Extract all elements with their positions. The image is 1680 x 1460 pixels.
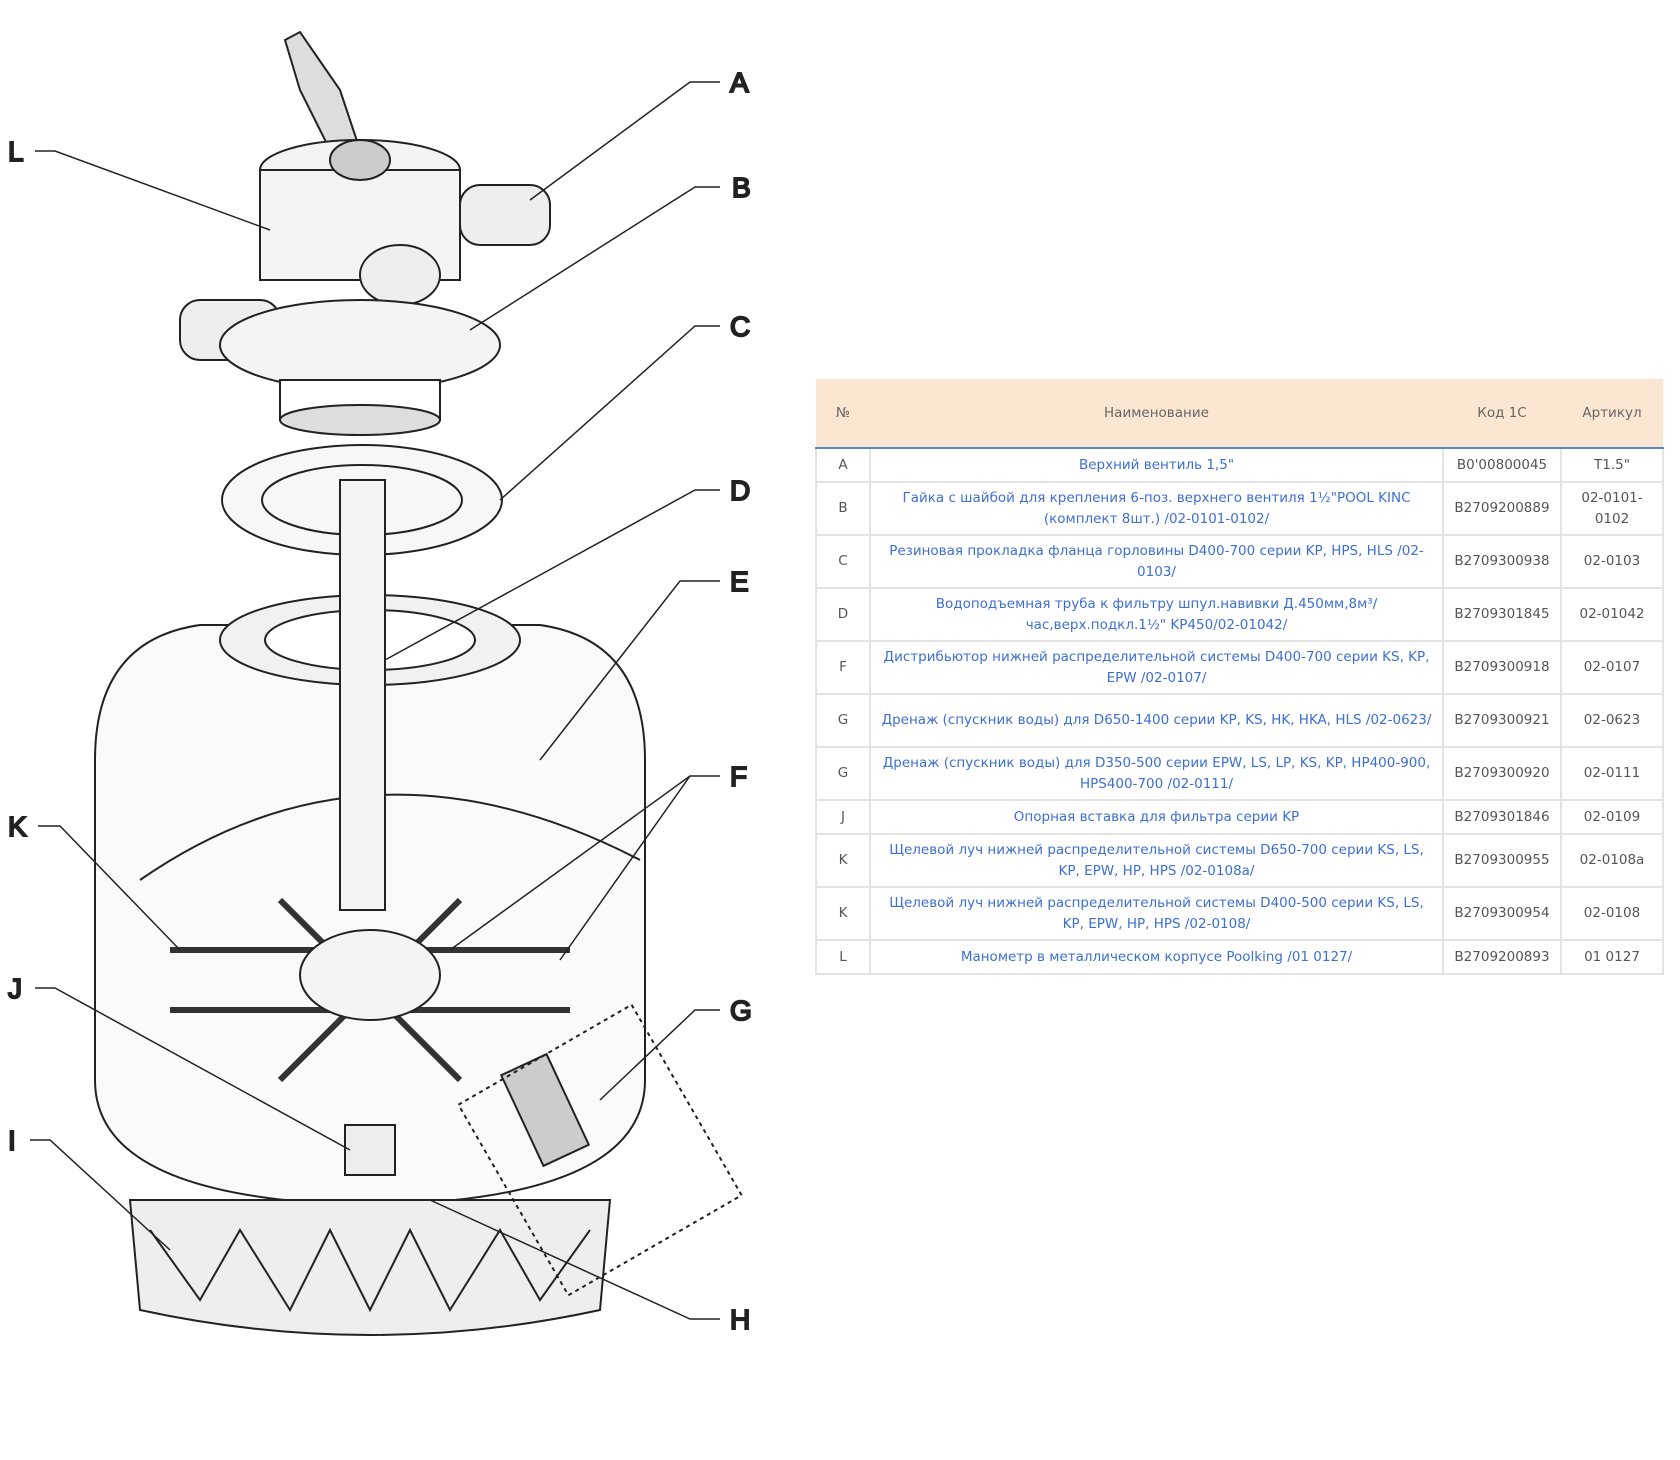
tank bbox=[94, 479, 646, 1336]
part-name-link[interactable]: Манометр в металлическом корпусе Poolkin… bbox=[869, 939, 1444, 975]
article: 02-0108a bbox=[1560, 833, 1664, 888]
callout-i: I bbox=[8, 1125, 16, 1156]
row-no: K bbox=[815, 833, 871, 888]
part-name-link[interactable]: Гайка с шайбой для крепления 6-поз. верх… bbox=[869, 481, 1444, 536]
part-name-link[interactable]: Щелевой луч нижней распределительной сис… bbox=[869, 833, 1444, 888]
article: 02-0111 bbox=[1560, 746, 1664, 801]
article: 01 0127 bbox=[1560, 939, 1664, 975]
distributor-hub bbox=[299, 929, 441, 1021]
top-valve bbox=[179, 30, 551, 436]
row-no: D bbox=[815, 587, 871, 642]
table-header: № Наименование Код 1С Артикул bbox=[816, 379, 1663, 449]
row-no: G bbox=[815, 746, 871, 801]
callout-h: H bbox=[730, 1304, 750, 1335]
article: 02-0107 bbox=[1560, 640, 1664, 695]
article: 02-0101-0102 bbox=[1560, 481, 1664, 536]
row-no: G bbox=[815, 693, 871, 748]
callout-g: G bbox=[730, 995, 752, 1026]
part-name-link[interactable]: Щелевой луч нижней распределительной сис… bbox=[869, 886, 1444, 941]
code-1c: B2709200893 bbox=[1442, 939, 1562, 975]
drain-assembly bbox=[457, 1003, 743, 1297]
code-1c: B2709300954 bbox=[1442, 886, 1562, 941]
article: 02-0103 bbox=[1560, 534, 1664, 589]
code-1c: B2709300955 bbox=[1442, 833, 1562, 888]
callout-e: E bbox=[730, 566, 749, 597]
code-1c: B2709300918 bbox=[1442, 640, 1562, 695]
row-no: A bbox=[815, 447, 871, 483]
part-name-link[interactable]: Верхний вентиль 1,5" bbox=[869, 447, 1444, 483]
row-no: K bbox=[815, 886, 871, 941]
code-1c: B2709301845 bbox=[1442, 587, 1562, 642]
article: 02-0109 bbox=[1560, 799, 1664, 835]
header-article: Артикул bbox=[1561, 379, 1663, 449]
code-1c: B2709200889 bbox=[1442, 481, 1562, 536]
callout-b: B bbox=[732, 172, 751, 203]
article: 02-0623 bbox=[1560, 693, 1664, 748]
code-1c: B2709301846 bbox=[1442, 799, 1562, 835]
part-name-link[interactable]: Опорная вставка для фильтра серии KP bbox=[869, 799, 1444, 835]
part-name-link[interactable]: Дренаж (спускник воды) для D350-500 сери… bbox=[869, 746, 1444, 801]
code-1c: B2709300920 bbox=[1442, 746, 1562, 801]
header-no: № bbox=[816, 379, 870, 449]
part-name-link[interactable]: Резиновая прокладка фланца горловины D40… bbox=[869, 534, 1444, 589]
header-name: Наименование bbox=[870, 379, 1443, 449]
callout-a: A bbox=[730, 67, 749, 98]
row-no: B bbox=[815, 481, 871, 536]
support-insert bbox=[344, 1124, 396, 1176]
row-no: J bbox=[815, 799, 871, 835]
row-no: L bbox=[815, 939, 871, 975]
part-name-link[interactable]: Дистрибьютор нижней распределительной си… bbox=[869, 640, 1444, 695]
row-no: C bbox=[815, 534, 871, 589]
sand-filter-exploded-diagram: A B C D E F G H I J K L bbox=[7, 30, 753, 1336]
callout-d: D bbox=[730, 475, 750, 506]
article: 02-01042 bbox=[1560, 587, 1664, 642]
code-1c: B2709300938 bbox=[1442, 534, 1562, 589]
part-name-link[interactable]: Водоподъемная труба к фильтру шпул.навив… bbox=[869, 587, 1444, 642]
callout-l: L bbox=[8, 136, 24, 167]
article: T1.5" bbox=[1560, 447, 1664, 483]
row-no: F bbox=[815, 640, 871, 695]
code-1c: B0'00800045 bbox=[1442, 447, 1562, 483]
header-code: Код 1С bbox=[1443, 379, 1561, 449]
callout-k: K bbox=[8, 811, 27, 842]
callout-f: F bbox=[730, 761, 747, 792]
callout-j: J bbox=[8, 973, 22, 1004]
leader-lines bbox=[30, 81, 720, 1320]
callout-c: C bbox=[730, 311, 750, 342]
part-name-link[interactable]: Дренаж (спускник воды) для D650-1400 сер… bbox=[869, 693, 1444, 748]
article: 02-0108 bbox=[1560, 886, 1664, 941]
code-1c: B2709300921 bbox=[1442, 693, 1562, 748]
